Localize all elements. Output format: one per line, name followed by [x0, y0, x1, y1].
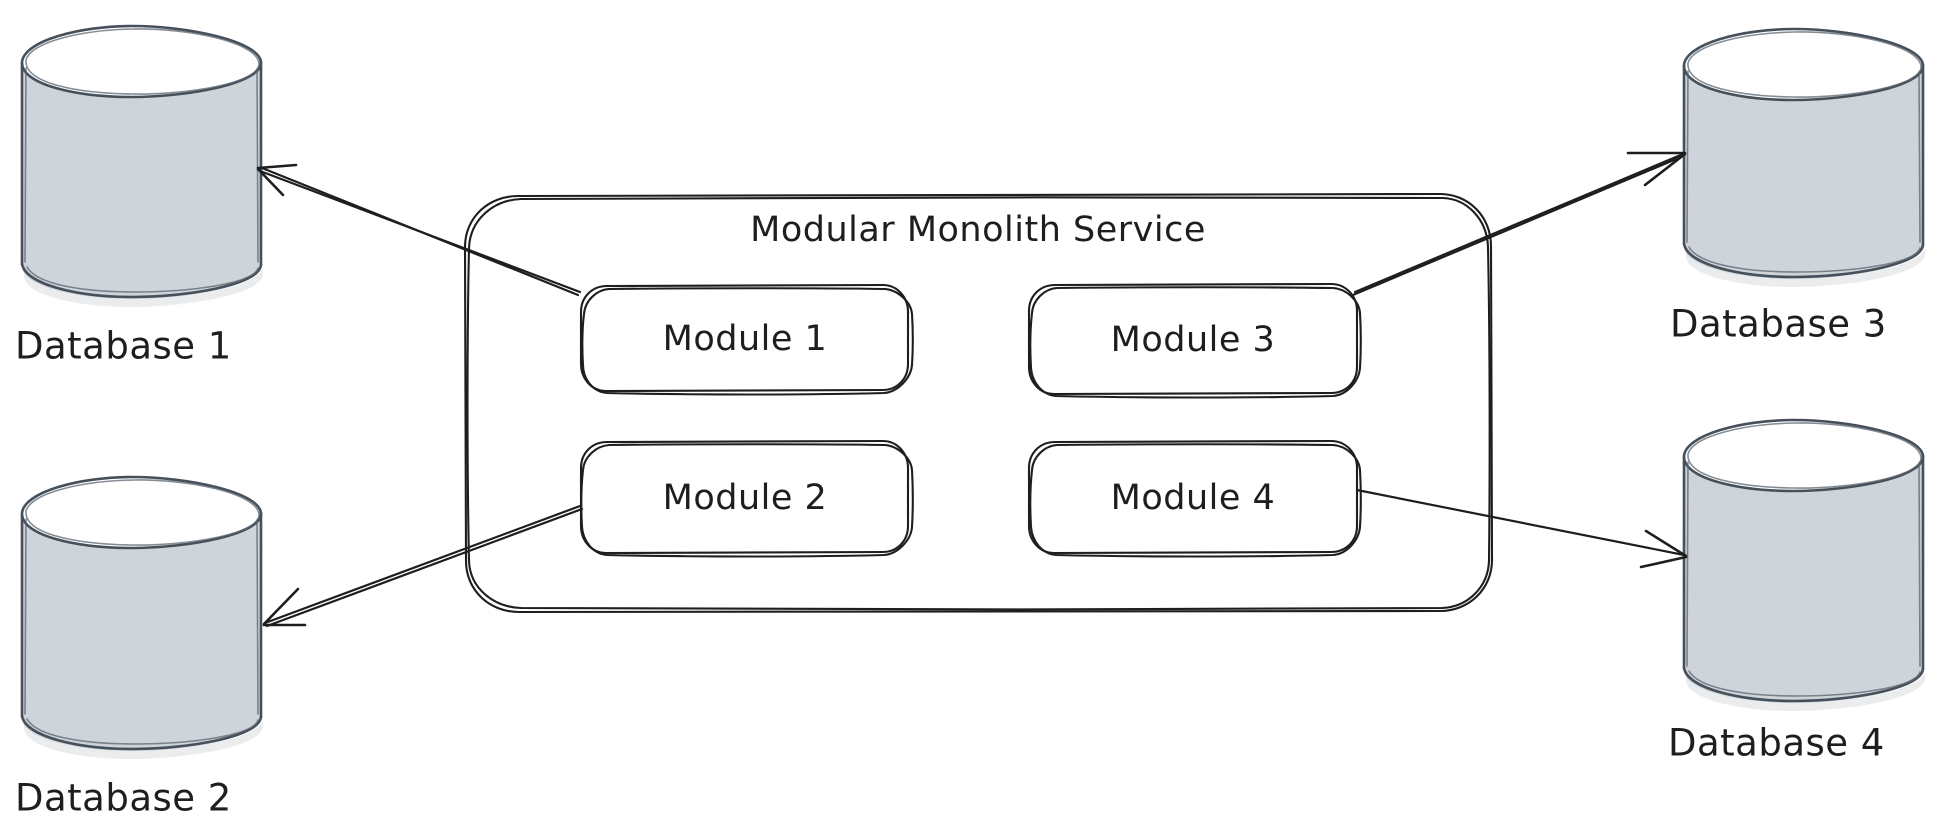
- connection-module2-database2-line: [263, 504, 582, 625]
- database-3-left-wall-sketch: [1686, 70, 1689, 243]
- database-4-top-fill: [1684, 420, 1923, 491]
- database-1-node[interactable]: Database 1: [15, 24, 263, 368]
- connection-module1-database1[interactable]: [256, 163, 582, 297]
- database-3-outline-sketch: [1687, 31, 1922, 98]
- database-2-bottom-arc-sketch: [26, 718, 259, 745]
- database-3-label: Database 3: [1670, 303, 1887, 346]
- database-4-shadow: [1686, 670, 1925, 711]
- module-2-node[interactable]: Module 2: [579, 439, 914, 558]
- module-1-fill: [581, 286, 908, 390]
- connection-module4-database4-line: [1355, 488, 1686, 557]
- module-4-node[interactable]: Module 4: [1027, 439, 1362, 558]
- database-4-left-wall-sketch: [1686, 461, 1689, 667]
- database-2-node[interactable]: Database 2: [15, 475, 263, 817]
- connection-module4-database4-arrowhead: [1639, 529, 1688, 569]
- connection-module2-database2[interactable]: [262, 504, 584, 628]
- module-2-label: Module 2: [663, 478, 828, 518]
- database-2-label: Database 2: [15, 777, 232, 817]
- database-4-node[interactable]: Database 4: [1668, 418, 1925, 765]
- container-title: Modular Monolith Service: [750, 210, 1206, 250]
- connection-module3-database3-line: [1353, 152, 1685, 294]
- module-3-node[interactable]: Module 3: [1027, 282, 1362, 399]
- database-3-top-fill: [1684, 29, 1923, 100]
- database-1-bottom-arc: [20, 262, 263, 299]
- container-outline: [463, 192, 1494, 614]
- database-4-outline-sketch: [1687, 422, 1922, 489]
- database-4-bottom-arc-sketch: [1688, 670, 1921, 697]
- database-4-body-fill: [1684, 420, 1923, 703]
- connection-module4-database4[interactable]: [1355, 488, 1688, 569]
- connection-module1-database1-arrowhead: [256, 163, 298, 197]
- database-4-right-wall-sketch: [1918, 462, 1921, 667]
- module-3-fill: [1029, 285, 1357, 393]
- module-1-label: Module 1: [663, 319, 828, 359]
- connection-module1-database1-line-sketch: [258, 169, 582, 294]
- database-2-top-fill: [22, 477, 261, 548]
- module-4-label: Module 4: [1111, 478, 1276, 518]
- database-1-left-wall-sketch: [24, 67, 27, 263]
- module-2-fill: [581, 442, 908, 552]
- database-1-outline-sketch: [25, 28, 260, 95]
- connection-module3-database3[interactable]: [1351, 151, 1687, 297]
- modular-monolith-container[interactable]: Modular Monolith Service: [463, 192, 1494, 614]
- database-4-label: Database 4: [1668, 722, 1885, 765]
- database-2-left-wall-sketch: [24, 518, 27, 715]
- connection-module2-database2-line-sketch: [265, 507, 584, 628]
- database-1-label: Database 1: [15, 325, 232, 368]
- database-2-shadow: [24, 718, 263, 759]
- database-3-bottom-arc: [1682, 242, 1925, 279]
- database-1-right-wall-sketch: [256, 68, 259, 263]
- module-4-outline-sketch: [1029, 443, 1362, 558]
- module-1-node[interactable]: Module 1: [579, 283, 914, 396]
- module-3-outline-sketch: [1029, 286, 1362, 399]
- connection-module3-database3-arrowhead: [1626, 151, 1687, 187]
- connection-module3-database3-line-sketch: [1351, 155, 1683, 297]
- module-4-fill: [1029, 442, 1357, 552]
- database-1-bottom-arc-sketch: [26, 266, 259, 293]
- database-2-bottom-arc: [20, 714, 263, 751]
- module-1-outline-sketch: [581, 287, 914, 396]
- database-3-shadow: [1686, 246, 1925, 287]
- database-2-outline-sketch: [25, 479, 260, 546]
- module-3-label: Module 3: [1111, 320, 1276, 360]
- database-3-bottom-arc-sketch: [1688, 246, 1921, 273]
- database-4-bottom-arc: [1682, 666, 1925, 703]
- database-2-right-wall-sketch: [256, 519, 259, 715]
- database-3-right-wall-sketch: [1918, 71, 1921, 243]
- connection-module2-database2-arrowhead: [262, 587, 307, 627]
- database-1-shadow: [24, 266, 263, 307]
- database-3-node[interactable]: Database 3: [1670, 27, 1925, 346]
- database-1-top-fill: [22, 26, 261, 97]
- container-outline-sketch: [466, 196, 1491, 611]
